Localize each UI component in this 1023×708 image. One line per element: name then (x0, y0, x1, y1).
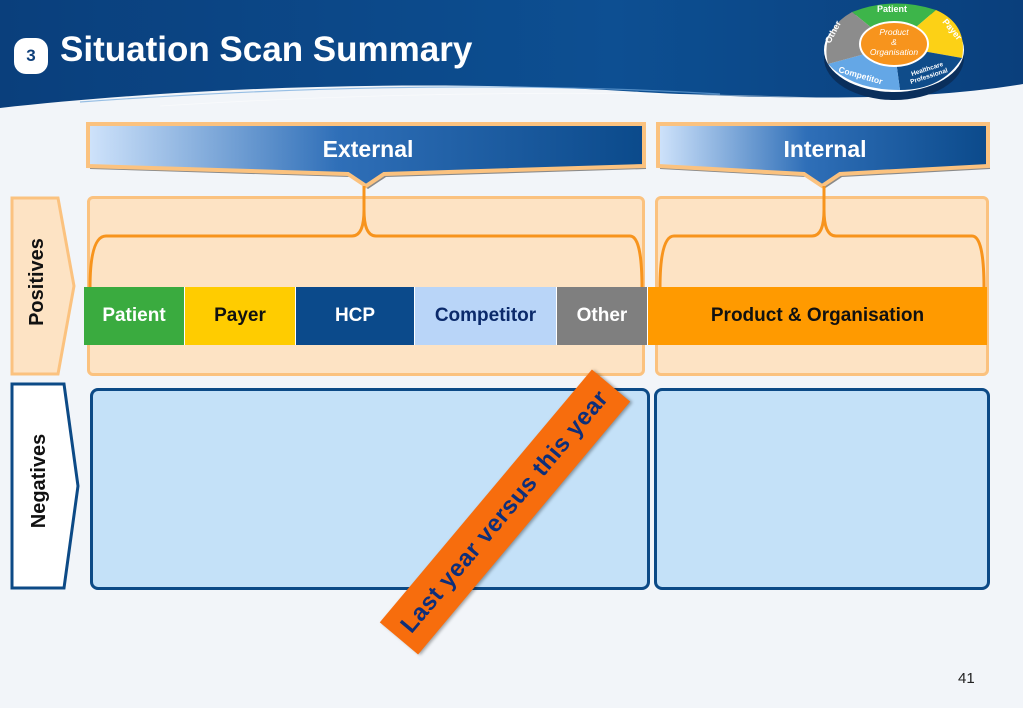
category-hcp: HCP (296, 287, 415, 345)
category-competitor: Competitor (415, 287, 557, 345)
negatives-row-label-shape (10, 382, 80, 590)
category-product-organisation: Product & Organisation (648, 287, 987, 345)
internal-label: Internal (783, 136, 867, 162)
negatives-label: Negatives (28, 433, 50, 529)
page-title: Situation Scan Summary (60, 30, 473, 69)
internal-column-header: Internal (658, 122, 992, 172)
category-brackets (88, 186, 986, 289)
external-label: External (322, 136, 414, 162)
negatives-internal-panel (654, 388, 990, 590)
positives-internal-panel (655, 196, 989, 376)
internal-bracket (658, 186, 986, 289)
wheel-center (859, 21, 929, 67)
page-number: 41 (958, 670, 975, 687)
svg-text:Organisation: Organisation (870, 47, 918, 57)
category-other: Other (557, 287, 648, 345)
internal-column-header-shape (656, 122, 990, 189)
positives-label: Positives (26, 238, 48, 326)
external-column-header-shape (86, 122, 646, 189)
stakeholder-wheel-logo: Product & Organisation Patient Payer Hea… (823, 3, 964, 100)
positives-row-label-shape (10, 196, 76, 376)
external-column-header: External (88, 122, 648, 172)
external-bracket (88, 186, 644, 289)
svg-text:Patient: Patient (877, 4, 907, 14)
slide-number-badge: 3 (14, 38, 48, 74)
svg-text:Product: Product (879, 27, 909, 37)
svg-text:&: & (891, 37, 897, 47)
category-payer: Payer (185, 287, 296, 345)
category-patient: Patient (84, 287, 185, 345)
